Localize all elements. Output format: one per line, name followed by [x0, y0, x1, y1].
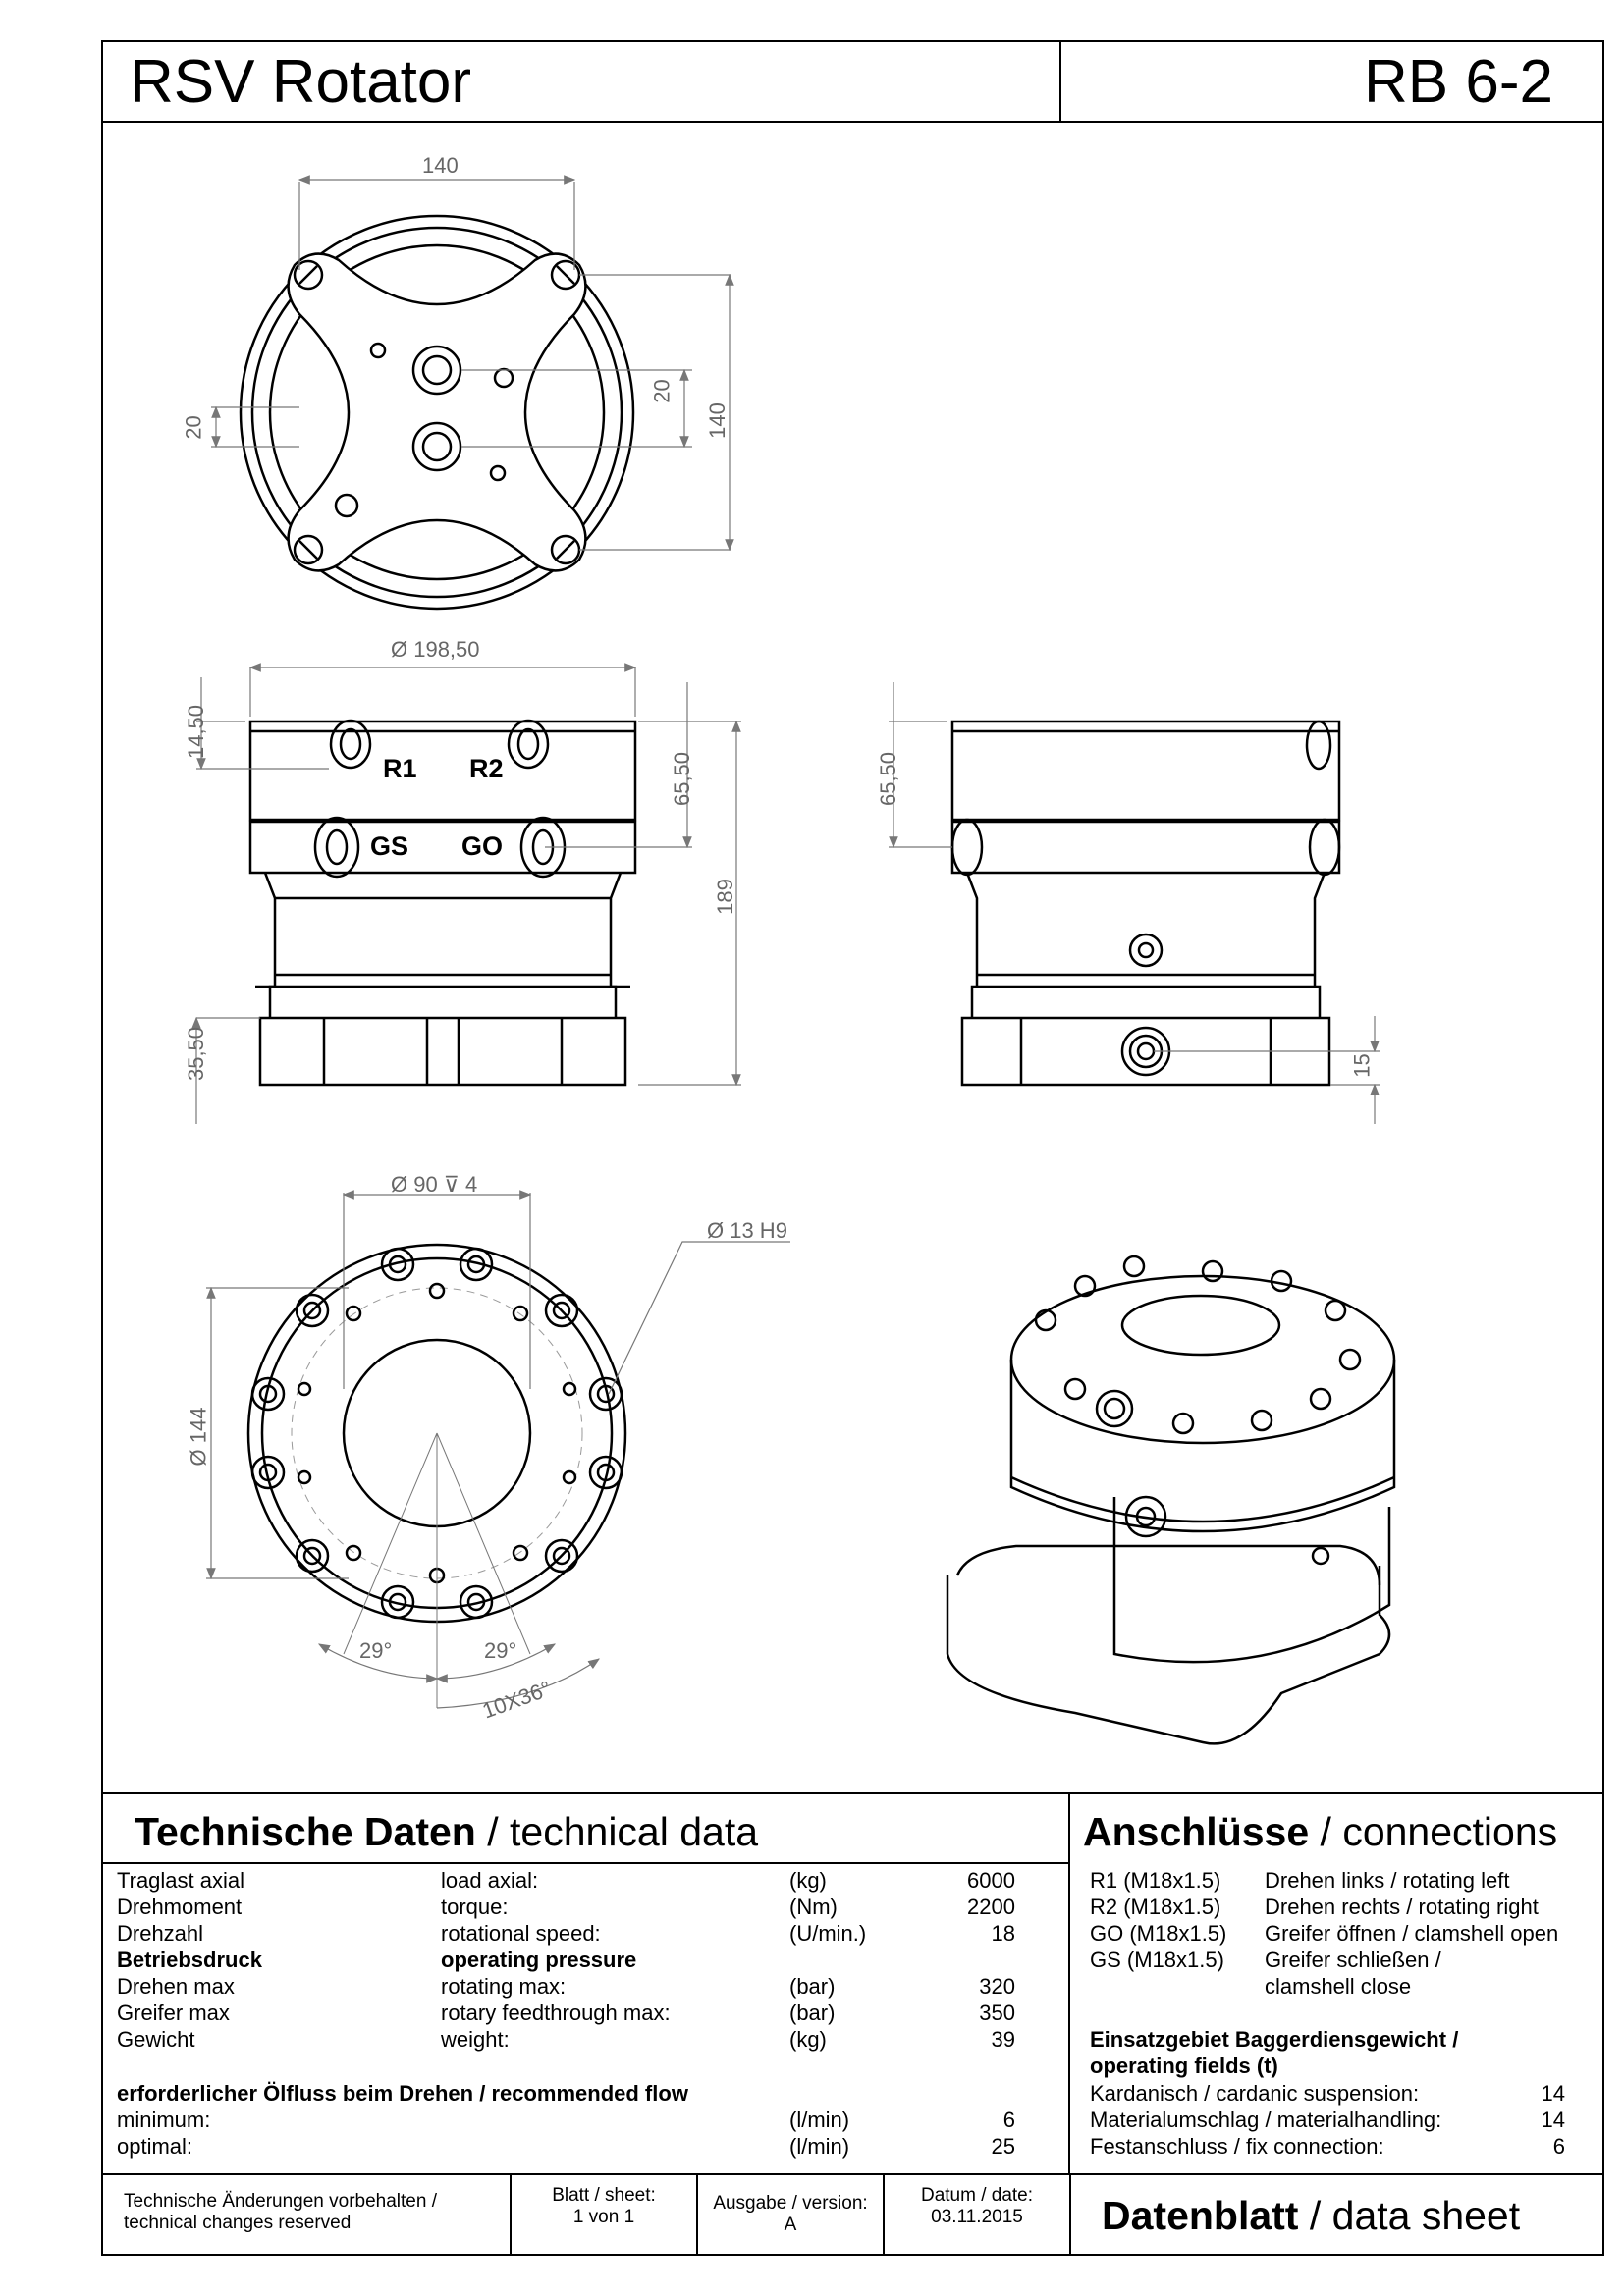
- footer-divider-1: [510, 2173, 512, 2256]
- front-view: [248, 719, 637, 1087]
- footer-divider-4: [1069, 2173, 1071, 2256]
- dim-bottom-bore: Ø 90 ⊽ 4: [391, 1172, 478, 1197]
- footer-divider-2: [696, 2173, 698, 2256]
- footer-rule: [101, 2173, 1604, 2175]
- usage-row-label: Materialumschlag / materialhandling:: [1090, 2108, 1442, 2132]
- tech-row-unit: (kg): [789, 2027, 827, 2052]
- flow-row-unit: (l/min): [789, 2108, 850, 2132]
- tech-row-value: 350: [979, 2001, 1015, 2025]
- top-view: [239, 214, 635, 611]
- usage-row-value: 6: [1552, 2134, 1565, 2159]
- usage-row-value: 14: [1541, 2108, 1565, 2132]
- tech-row-de: Traglast axial: [117, 1868, 245, 1893]
- tech-row-value: 2200: [967, 1895, 1015, 1919]
- header-rule: [101, 121, 1604, 123]
- tech-row-en: rotational speed:: [441, 1921, 601, 1946]
- dim-top-offset-b: 20: [181, 415, 206, 440]
- connection-desc: Greifer öffnen / clamshell open: [1265, 1921, 1559, 1946]
- side-view: [950, 720, 1341, 1087]
- tech-row-en: load axial:: [441, 1868, 539, 1893]
- tech-row-en: rotary feedthrough max:: [441, 2001, 671, 2025]
- dim-35-50: 35,50: [184, 1026, 209, 1082]
- connection-desc: Drehen links / rotating left: [1265, 1868, 1510, 1893]
- sheet-cell: Blatt / sheet: 1 von 1: [552, 2185, 656, 2227]
- footer-divider-3: [883, 2173, 885, 2256]
- tech-section-label: Betriebsdruck: [117, 1948, 262, 1972]
- dim-angle-a: 29°: [359, 1638, 393, 1663]
- isometric-view: [946, 1255, 1396, 1745]
- header-divider: [1059, 40, 1061, 123]
- port-label-gs: GS: [370, 831, 409, 861]
- port-label-r1: R1: [383, 754, 417, 783]
- tech-row-de: Drehzahl: [117, 1921, 204, 1946]
- connections-title: Anschlüsse / connections: [1083, 1809, 1558, 1854]
- dim-bottom-pcd: Ø 144: [186, 1407, 211, 1467]
- dim-189: 189: [712, 879, 737, 915]
- data-section-divider: [1068, 1792, 1070, 2175]
- version-cell: Ausgabe / version: A: [713, 2193, 868, 2235]
- data-section-rule: [101, 1792, 1604, 1794]
- tech-row-de: Drehen max: [117, 1974, 235, 1999]
- tech-row-unit: (Nm): [789, 1895, 838, 1919]
- tech-row-value: 320: [979, 1974, 1015, 1999]
- date-cell: Datum / date: 03.11.2015: [920, 2185, 1034, 2227]
- tech-row-de: Greifer max: [117, 2001, 230, 2025]
- connection-port: R1 (M18x1.5): [1090, 1868, 1221, 1893]
- flow-title: erforderlicher Ölfluss beim Drehen / rec…: [117, 2081, 688, 2106]
- changes-note: Technische Änderungen vorbehalten / tech…: [124, 2191, 438, 2233]
- tech-row-en: weight:: [441, 2027, 510, 2052]
- tech-row-unit: (bar): [789, 2001, 836, 2025]
- usage-title: Einsatzgebiet Baggerdiensgewicht /: [1090, 2027, 1459, 2052]
- tech-row-value: 39: [991, 2027, 1015, 2052]
- connection-port: GS (M18x1.5): [1090, 1948, 1224, 1972]
- dim-top-height: 140: [704, 402, 730, 439]
- tech-row-en: torque:: [441, 1895, 509, 1919]
- dim-65-50-b: 65,50: [876, 751, 901, 807]
- flow-row-label: minimum:: [117, 2108, 211, 2132]
- tech-row-de: Gewicht: [117, 2027, 195, 2052]
- datasheet-label: Datenblatt / data sheet: [1102, 2193, 1521, 2238]
- flow-row-unit: (l/min): [789, 2134, 850, 2159]
- dim-bottom-pin: Ø 13 H9: [707, 1218, 787, 1243]
- flow-row-value: 6: [1002, 2108, 1015, 2132]
- connection-desc: clamshell close: [1265, 1974, 1412, 1999]
- port-label-go: GO: [461, 831, 504, 861]
- dim-top-width: 140: [422, 153, 459, 178]
- usage-row-label: Festanschluss / fix connection:: [1090, 2134, 1384, 2159]
- dim-top-offset-a: 20: [649, 379, 675, 403]
- connection-desc: Greifer schließen /: [1265, 1948, 1441, 1972]
- connection-port: GO (M18x1.5): [1090, 1921, 1227, 1946]
- flow-row-label: optimal:: [117, 2134, 193, 2159]
- dim-side-diameter: Ø 198,50: [391, 637, 480, 662]
- tech-section-label-en: operating pressure: [441, 1948, 637, 1972]
- dim-angle-b: 29°: [484, 1638, 517, 1663]
- usage-row-label: Kardanisch / cardanic suspension:: [1090, 2081, 1420, 2106]
- tech-row-unit: (U/min.): [789, 1921, 867, 1946]
- technical-drawing: [191, 175, 1396, 1745]
- model-number: RB 6-2: [1364, 48, 1553, 116]
- usage-title-2: operating fields (t): [1090, 2054, 1278, 2078]
- document-title: RSV Rotator: [130, 48, 472, 116]
- connection-desc: Drehen rechts / rotating right: [1265, 1895, 1539, 1919]
- tech-row-value: 6000: [967, 1868, 1015, 1893]
- tech-row-de: Drehmoment: [117, 1895, 243, 1919]
- tech-row-unit: (kg): [789, 1868, 827, 1893]
- port-label-r2: R2: [469, 754, 504, 783]
- dim-14-50: 14,50: [184, 704, 209, 760]
- sheet-frame: [101, 40, 1604, 2256]
- dim-15: 15: [1349, 1053, 1375, 1078]
- dim-65-50: 65,50: [670, 751, 695, 807]
- tech-title-rule: [101, 1862, 1070, 1864]
- tech-row-unit: (bar): [789, 1974, 836, 1999]
- tech-row-value: 18: [991, 1921, 1015, 1946]
- connection-port: R2 (M18x1.5): [1090, 1895, 1221, 1919]
- usage-row-value: 14: [1541, 2081, 1565, 2106]
- flow-row-value: 25: [991, 2134, 1015, 2159]
- tech-data-title: Technische Daten / technical data: [135, 1809, 759, 1854]
- bottom-view: [246, 1243, 627, 1708]
- tech-row-en: rotating max:: [441, 1974, 567, 1999]
